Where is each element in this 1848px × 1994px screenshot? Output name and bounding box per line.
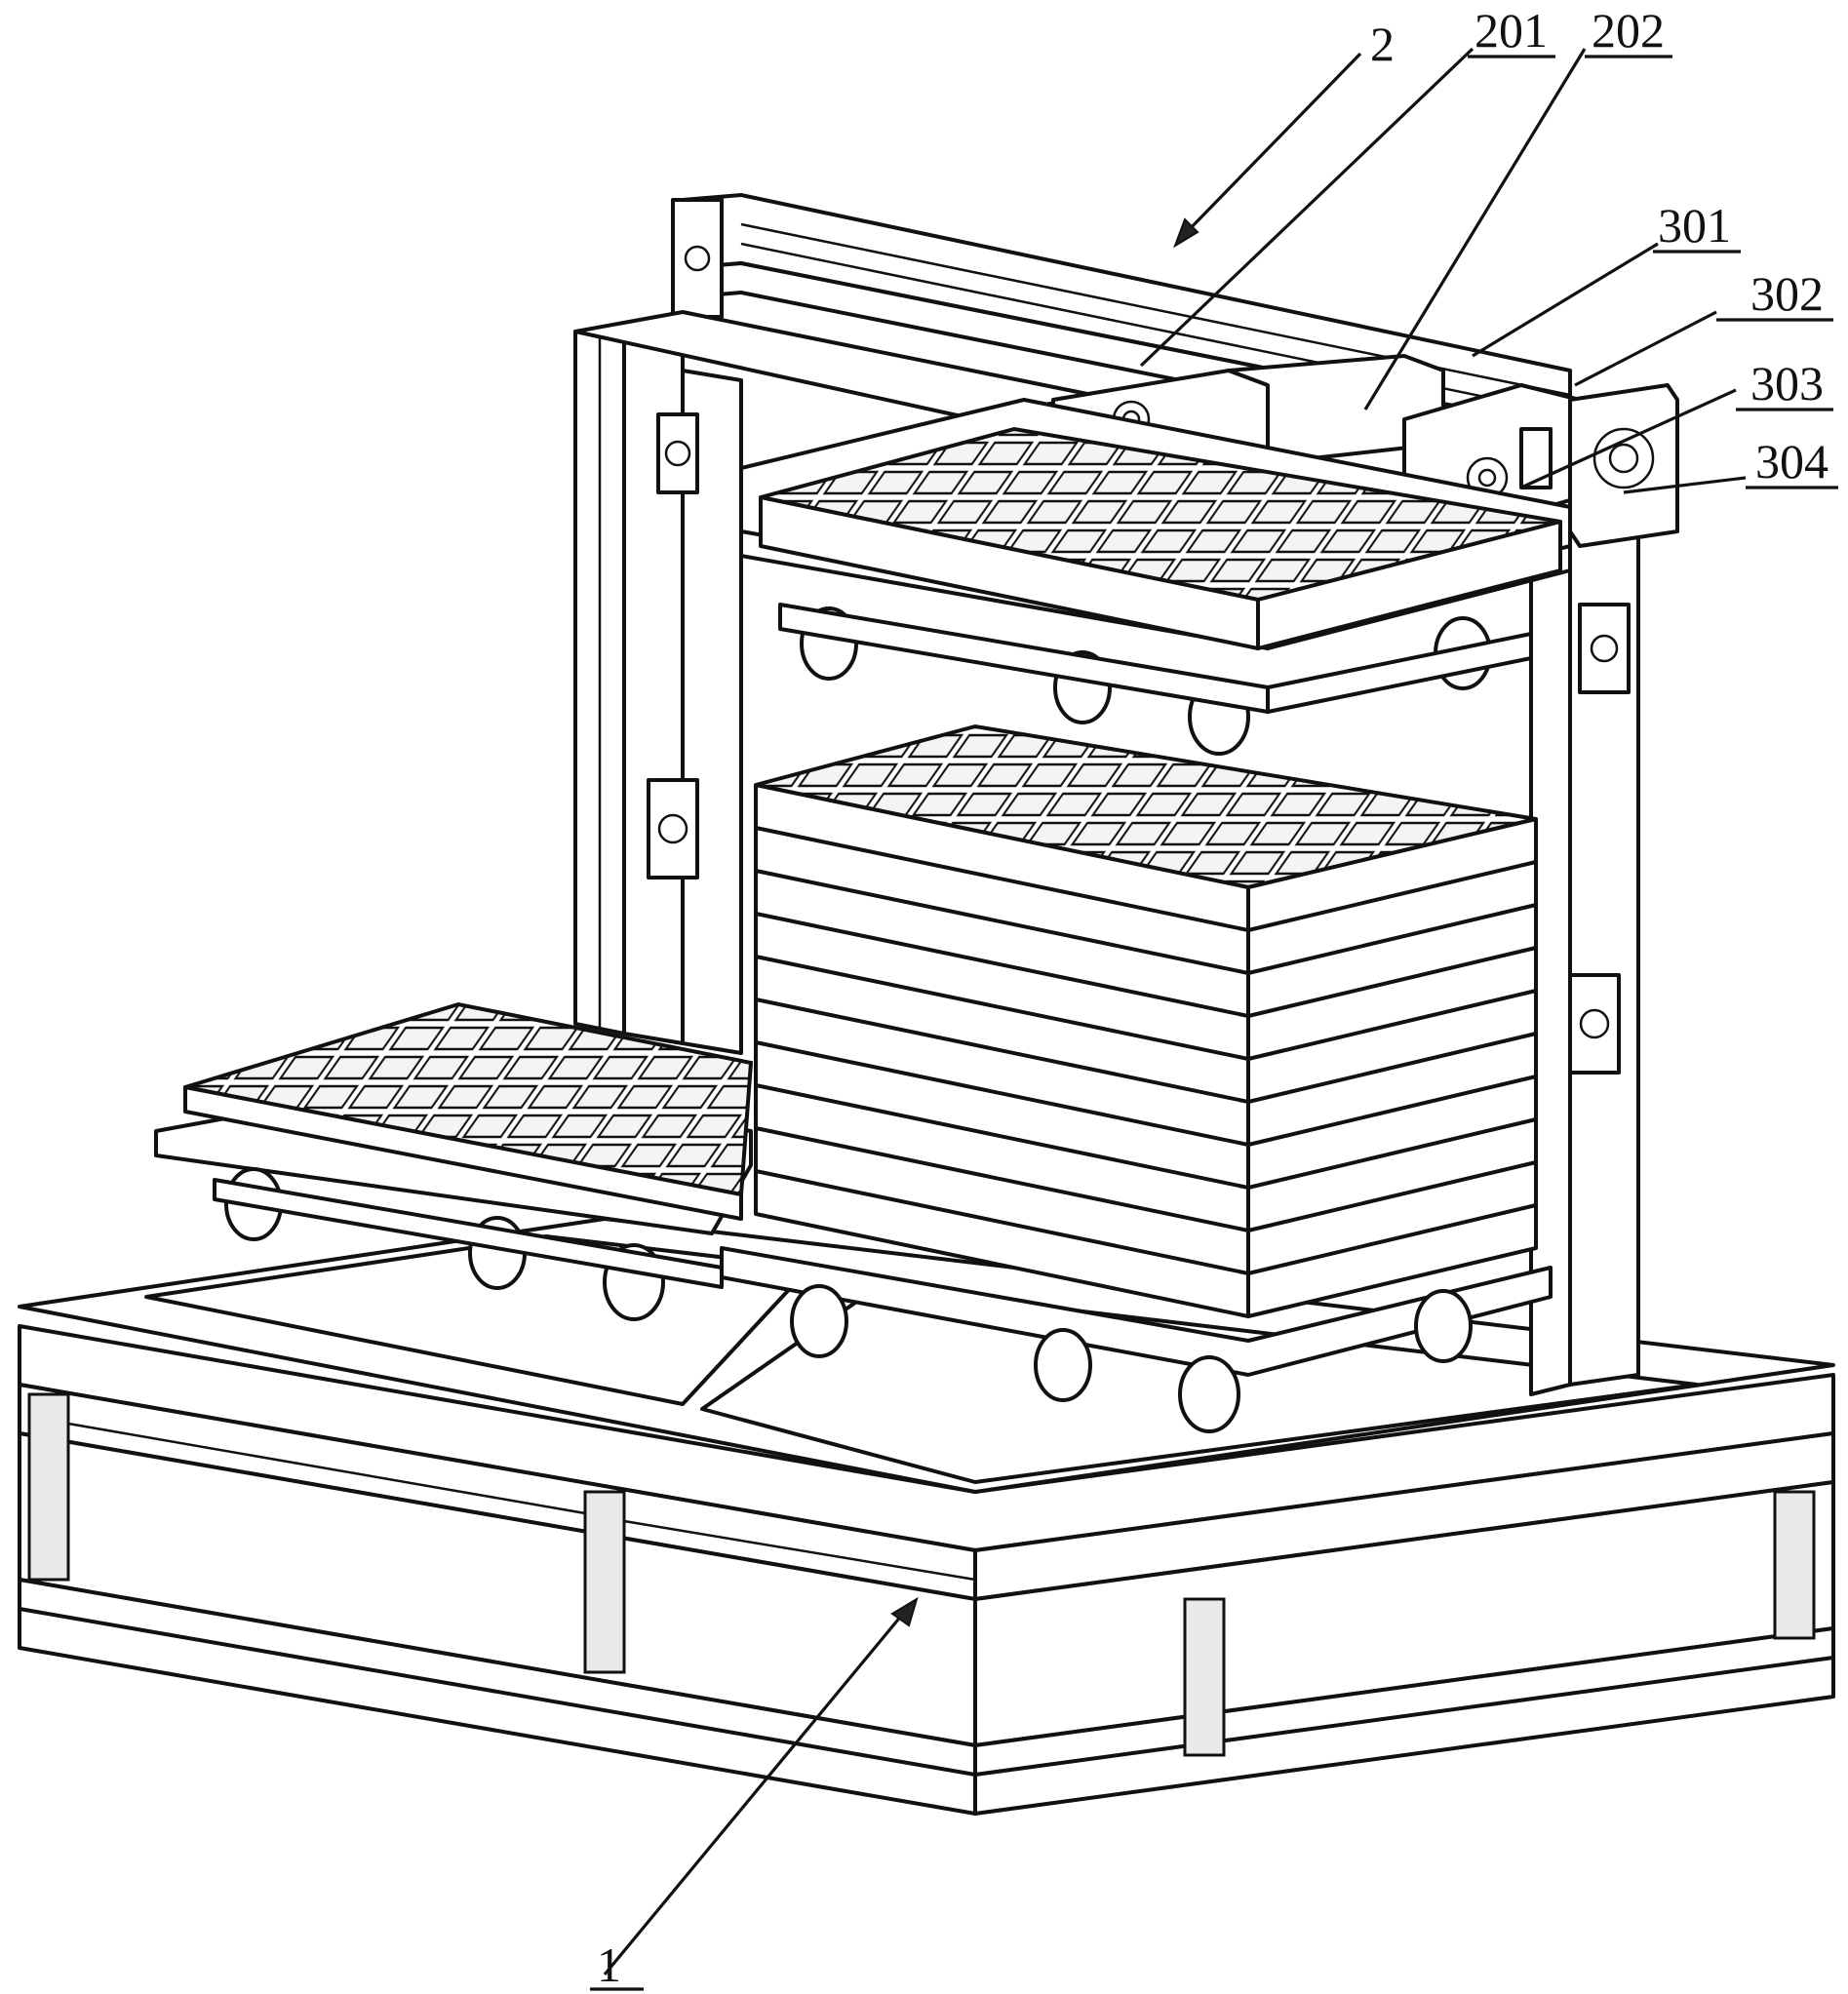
label-202: 202 (1592, 3, 1665, 58)
stack-layer-line (754, 997, 1250, 1104)
leader-304 (1623, 476, 1747, 494)
stack-layer-line (1246, 1203, 1538, 1275)
stack-layer-line (1246, 903, 1538, 975)
label-1: 1 (597, 1937, 621, 1992)
label-2: 2 (1370, 17, 1395, 71)
upper-tray-wheels (778, 603, 1533, 756)
left-tray (183, 1001, 754, 1221)
leader-202 (1363, 48, 1587, 411)
tray-stack (754, 723, 1538, 1318)
stack-layer-line (1246, 860, 1538, 932)
stack-layer-line (754, 912, 1250, 1018)
leader-301 (1472, 242, 1659, 358)
stack-layer-line (1246, 1117, 1538, 1190)
label-303: 303 (1750, 356, 1824, 411)
upper-tray (759, 426, 1562, 650)
base-frame (18, 1324, 1835, 1816)
leader-2 (1183, 52, 1362, 236)
stack-layer-line (754, 1040, 1250, 1147)
stack-layer-line (754, 869, 1250, 975)
stack-layer-line (1246, 1160, 1538, 1232)
leader-1 (603, 1607, 909, 1976)
stack-layer-line (754, 826, 1250, 932)
label-201: 201 (1474, 3, 1548, 58)
stack-layer-line (1246, 946, 1538, 1018)
right-column (1529, 408, 1640, 1396)
stack-cart (720, 1246, 1553, 1433)
stack-layer-line (754, 1169, 1250, 1275)
leader-302 (1574, 310, 1717, 387)
stack-layer-line (1246, 989, 1538, 1061)
stack-layer-line (754, 955, 1250, 1061)
label-301: 301 (1658, 198, 1731, 253)
stack-layer-line (1246, 1032, 1538, 1104)
stack-layer-line (754, 1083, 1250, 1190)
label-304: 304 (1755, 434, 1828, 489)
label-302: 302 (1750, 266, 1824, 321)
left-column (573, 330, 743, 1055)
leader-303 (1520, 388, 1737, 489)
stack-layer-line (1246, 1075, 1538, 1147)
callout-labels: 2 201 202 301 302 303 304 1 (590, 3, 1838, 1992)
leader-lines (603, 47, 1747, 1976)
stack-layer-line (754, 1126, 1250, 1232)
leader-201 (1139, 47, 1474, 368)
